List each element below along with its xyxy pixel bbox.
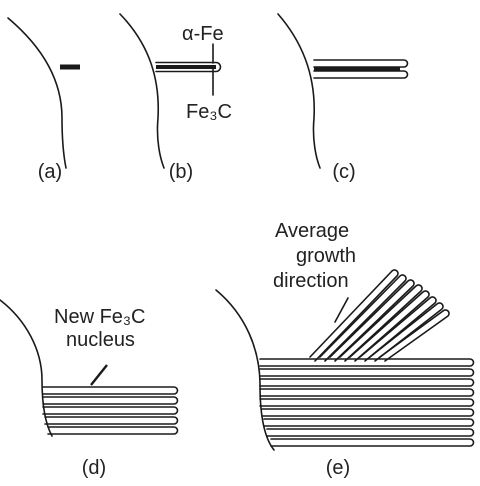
inclined-lamella-8: [379, 309, 450, 362]
panel-d: New Fe₃C nucleus (d): [0, 299, 179, 479]
nucleus-label-line2: nucleus: [66, 329, 135, 351]
inclined-lamella-5: [349, 290, 430, 362]
lamella-e-9: [270, 438, 475, 447]
caption-e: (e): [326, 457, 350, 479]
lamella-d-5: [47, 426, 179, 435]
panel-e: Average growth direction (e): [215, 220, 475, 479]
caption-a: (a): [38, 161, 62, 183]
inclined-lamella-1: [309, 269, 399, 362]
panel-b: α-Fe Fe₃C (b): [119, 13, 232, 183]
caption-b: (b): [169, 161, 193, 183]
grain-boundary-b: [119, 13, 165, 169]
lamella-d-4: [44, 416, 179, 425]
cementite-label: Fe₃C: [186, 101, 232, 123]
panel-a: (a): [7, 17, 80, 183]
lamella-e-4: [259, 388, 475, 397]
lamella-d-2: [42, 396, 179, 405]
growth-label-line2: growth: [296, 245, 356, 267]
inclined-lamellae-colony-e: [309, 269, 450, 362]
panel-c: (c): [277, 13, 409, 183]
inclined-lamella-3: [329, 279, 415, 362]
grain-boundary-a: [7, 17, 67, 169]
inclined-lamella-7: [369, 302, 444, 362]
lamella-e-1: [259, 358, 475, 367]
growth-label-line3: direction: [273, 270, 349, 292]
lamella-e-8: [266, 428, 475, 437]
ferrite-layer-c-lower: [313, 70, 409, 79]
lamellae-stack-d: [42, 386, 179, 435]
caption-c: (c): [332, 161, 355, 183]
nucleus-label-line1: New Fe₃C: [54, 306, 146, 328]
lamella-e-5: [259, 398, 475, 407]
growth-pointer: [334, 297, 349, 323]
caption-d: (d): [82, 457, 106, 479]
lamella-d-3: [42, 406, 179, 415]
lamella-e-2: [259, 368, 475, 377]
new-nucleus-d: [90, 364, 108, 386]
grain-boundary-c: [277, 13, 321, 169]
inclined-lamella-6: [359, 296, 437, 362]
ferrite-layer-c-upper: [313, 59, 409, 68]
growth-label-line1: Average: [275, 220, 349, 242]
ferrite-label: α-Fe: [182, 23, 224, 45]
lamella-e-6: [261, 408, 475, 417]
inclined-lamella-4: [339, 284, 423, 362]
inclined-lamella-2: [319, 274, 407, 362]
lamella-e-7: [263, 418, 475, 427]
lamella-e-3: [259, 378, 475, 387]
ferrite-layer-b: [155, 61, 222, 73]
grain-boundary-d: [0, 299, 53, 437]
lamella-d-1: [42, 386, 179, 395]
lamellae-stack-e: [259, 358, 475, 447]
